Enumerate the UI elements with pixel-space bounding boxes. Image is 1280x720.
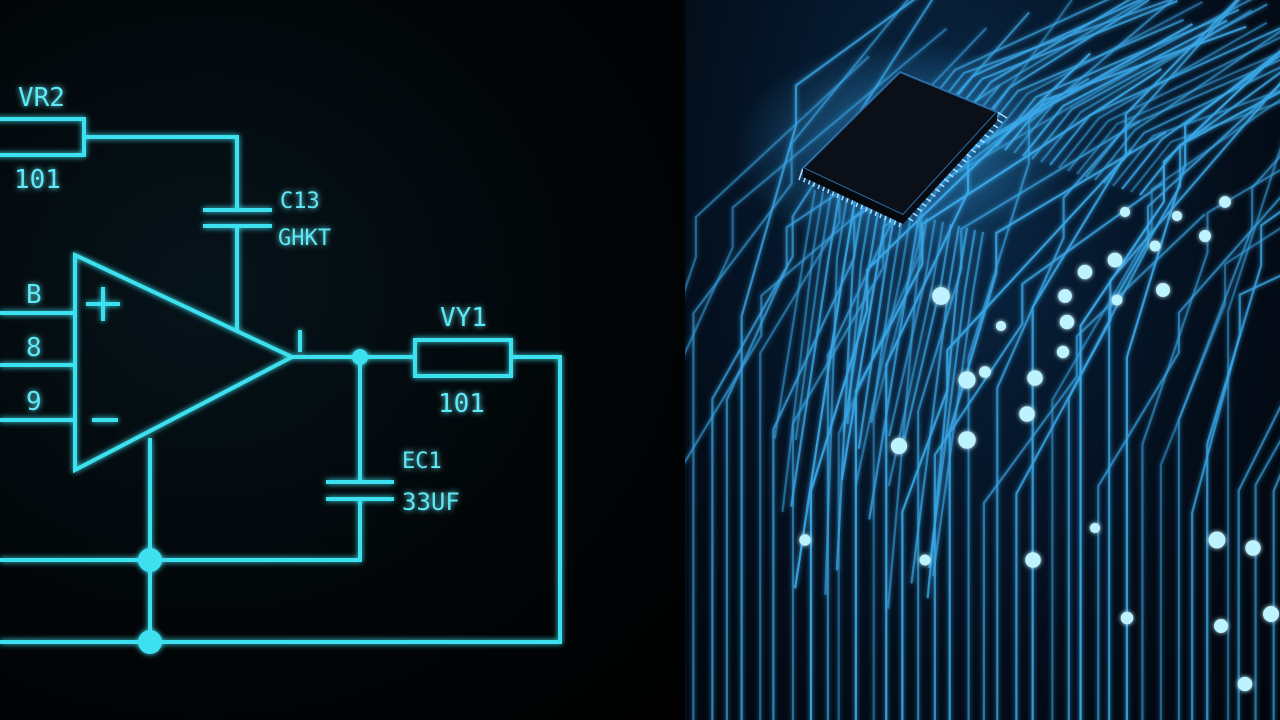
pcb-pad [1077,264,1093,280]
pcb-trace [1076,51,1280,175]
label-resistor2-value: 101 [438,389,485,419]
pcb-trace [1094,30,1280,181]
input-leads [0,311,75,422]
pcb-pad [1107,252,1123,268]
pcb-pad [1027,370,1043,386]
cap-return-wire [0,499,362,562]
label-capacitor1-value: GHKT [278,226,331,251]
pcb-trace [1103,66,1280,184]
op-amp-schematic: VR2 101 C13 GHKT B 8 9 VY1 101 EC1 33UF [0,83,562,654]
pcb-pad [919,554,931,566]
pcb-pad [799,534,811,546]
junction-ground [138,630,162,654]
pcb-pad [1059,314,1075,330]
pcb-trace [1097,196,1280,720]
pcb-panel [685,0,1280,720]
pcb-pad [1019,406,1035,422]
pcb-pad [958,371,976,389]
label-resistor2-name: VY1 [440,303,487,333]
pcb-pad [1089,522,1101,534]
pcb-trace [1112,89,1280,187]
pcb-trace [931,231,985,577]
capacitor-ec1 [326,480,394,501]
pcb-pad [890,437,908,455]
pcb-trace [1237,405,1280,720]
pcb-trace [1139,90,1280,196]
pcb-trace [1108,71,1280,720]
pcb-trace [1141,168,1280,720]
pcb-trace [1226,146,1280,720]
pcb-pad [1149,240,1161,252]
pcb-trace [1272,473,1280,720]
label-input2: 8 [26,333,42,363]
pcb-pad [1119,206,1131,218]
label-capacitor2-name: EC1 [402,449,442,474]
chip-edge-front [803,168,903,224]
microchip [798,70,1008,228]
pcb-trace [1067,83,1280,720]
pcb-pad [1199,230,1211,242]
pcb-pad [1208,531,1226,549]
resistor-vy1 [413,338,513,378]
junction-dots [138,349,368,654]
label-capacitor1-name: C13 [280,189,320,214]
pcb-trace [1206,210,1280,720]
chip-edge-side [903,112,997,224]
pcb-trace [933,182,1163,720]
pcb-pad [1025,552,1041,568]
pcb-pad [1056,345,1070,359]
junction-output [352,349,368,365]
junction-mid [138,548,162,572]
pcb-pad [1245,540,1261,556]
pcb-trace [1067,36,1280,172]
label-input3: 9 [26,387,42,417]
pcb-trace [1125,50,1280,720]
chip-pin [996,111,1008,119]
chip-pin [798,167,804,181]
pcb-trace [1121,54,1280,190]
pcb-pad [979,366,991,378]
pcb-trace [1130,100,1280,193]
pcb-trace [1159,227,1280,720]
label-resistor1-name: VR2 [18,83,65,113]
pcb-pad [1058,289,1072,303]
pcb-trace [1254,439,1280,720]
pcb-trace [1085,58,1280,178]
pcb-trace [1051,98,1280,720]
label-resistor1-value: 101 [14,165,61,195]
pcb-pads [799,196,1279,692]
pcb-trace [1079,49,1280,720]
pcb-pad [1263,606,1279,622]
circuit-board-illustration [685,0,1280,720]
pcb-pad [1120,611,1134,625]
pcb-pad [995,320,1007,332]
pcb-pad [958,431,976,449]
pcb-trace [1177,154,1280,720]
resistor-vr2 [0,117,86,157]
op-amp-triangle [73,251,297,474]
pcb-pad [1111,294,1123,306]
feedback-wire [84,135,239,210]
plus-sign [86,287,120,321]
label-input1: B [26,280,42,310]
schematic-traces [0,117,562,644]
pcb-pad [932,287,950,305]
pcb-pad [1156,283,1170,297]
right-return-wire [150,355,562,644]
pcb-pad [1171,210,1183,222]
pcb-pad [1214,619,1228,633]
pcb-pad [1219,196,1231,208]
pcb-pad [1237,676,1253,692]
capacitor-c13 [203,208,272,228]
schematic-panel: VR2 101 C13 GHKT B 8 9 VY1 101 EC1 33UF [0,0,685,720]
label-capacitor2-value: 33UF [402,488,460,516]
